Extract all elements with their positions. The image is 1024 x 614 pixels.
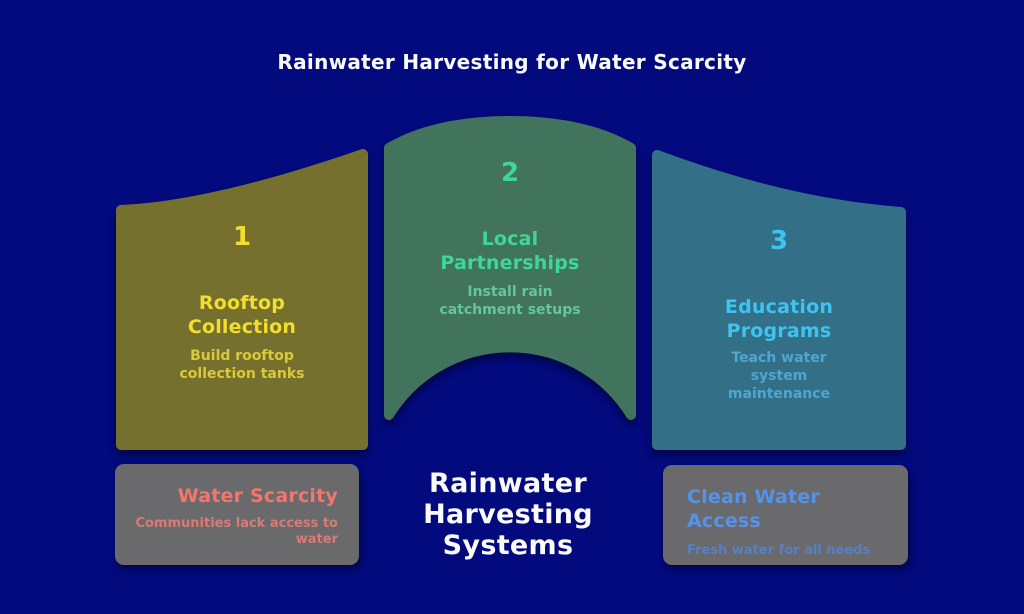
outcome-card-description: Fresh water for all needs [687,543,871,558]
step-1-number: 1 [232,222,252,252]
panel-2-shape [384,116,636,420]
step-3-description: Teach water system maintenance [727,350,831,402]
problem-card-heading: Water Scarcity [177,485,338,507]
step-2-number: 2 [500,158,520,188]
problem-card-description: Communities lack access to water [135,516,338,547]
step-3-text-block: 3 Education Programs Teach water system … [652,226,906,403]
outcome-card-heading: Clean Water Access [687,486,820,532]
step-1-heading: Rooftop Collection [187,292,297,338]
step-2-text-block: 2 Local Partnerships Install rain catchm… [384,158,636,319]
page-title: Rainwater Harvesting for Water Scarcity [277,50,747,74]
panel-1-shape [116,149,368,450]
outcome-card: Clean Water Access Fresh water for all n… [663,465,908,565]
step-3-number: 3 [769,226,789,256]
step-1-text-block: 1 Rooftop Collection Build rooftop colle… [116,222,368,383]
panel-3-shape [652,150,906,450]
step-1-description: Build rooftop collection tanks [179,348,305,382]
step-3-heading: Education Programs [724,296,834,342]
problem-card: Water Scarcity Communities lack access t… [115,464,359,565]
step-2-heading: Local Partnerships [440,228,580,274]
system-label: Rainwater Harvesting Systems [423,468,593,561]
step-2-description: Install rain catchment setups [439,284,581,318]
